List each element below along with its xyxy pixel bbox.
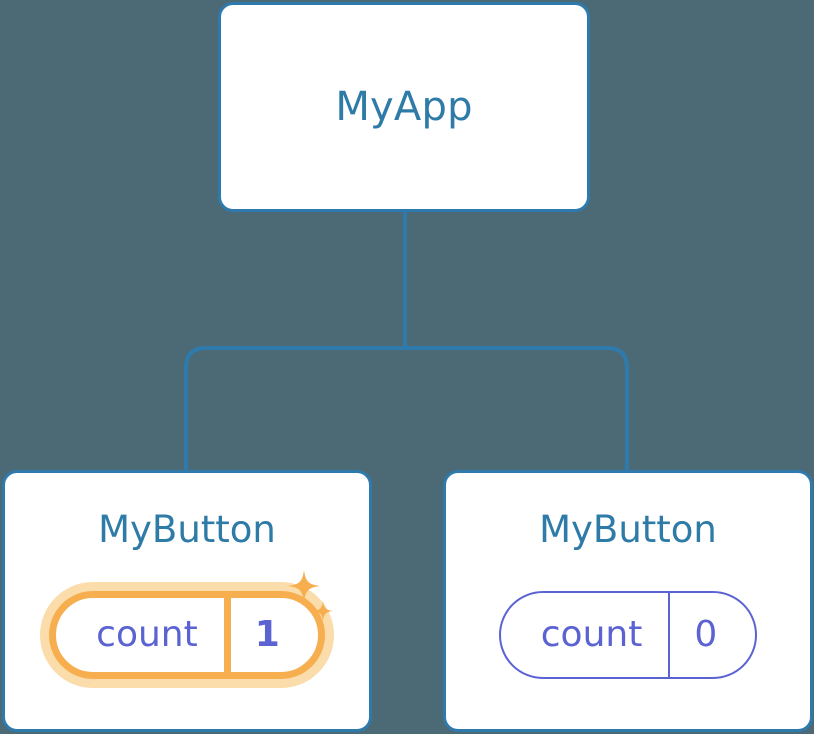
component-node-title: MyApp bbox=[335, 84, 473, 130]
component-node-title: MyButton bbox=[539, 508, 717, 551]
state-key: count bbox=[96, 614, 198, 655]
state-value: 0 bbox=[668, 593, 755, 677]
component-node-title: MyButton bbox=[98, 508, 276, 551]
component-node-mybutton-0[interactable]: MyButton count 1 bbox=[2, 470, 372, 732]
component-node-myapp[interactable]: MyApp bbox=[218, 2, 590, 212]
state-pill-container: count 0 bbox=[446, 575, 810, 695]
state-pill-container: count 1 bbox=[5, 570, 369, 695]
state-pill[interactable]: count 0 bbox=[498, 591, 758, 679]
state-pill-highlighted[interactable]: count 1 bbox=[49, 570, 333, 679]
component-node-mybutton-1[interactable]: MyButton count 0 bbox=[443, 470, 813, 732]
state-key: count bbox=[540, 614, 643, 655]
connector-to-child-1 bbox=[405, 346, 629, 470]
connector-to-child-0 bbox=[184, 346, 405, 470]
state-value: 1 bbox=[223, 598, 318, 672]
